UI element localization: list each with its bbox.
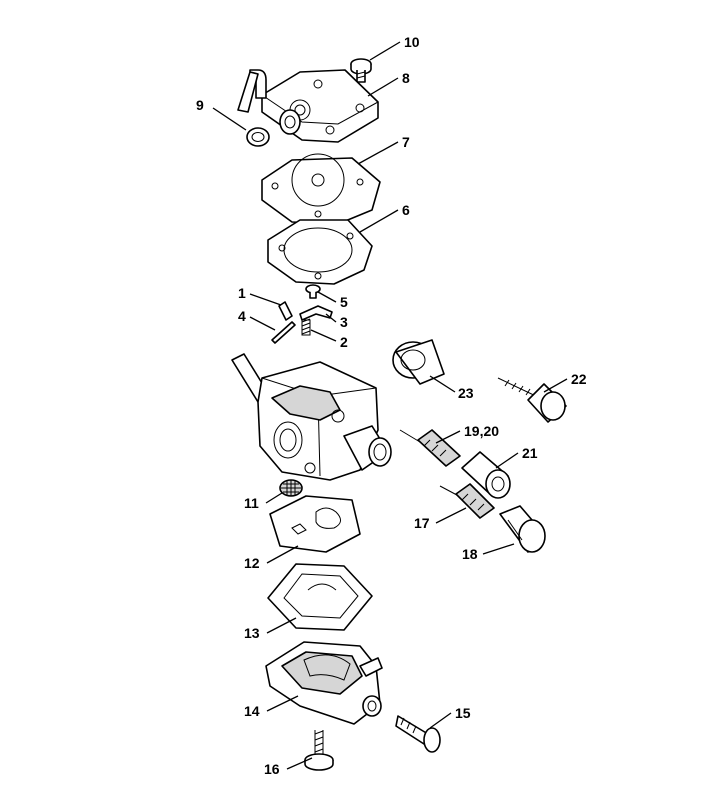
callout-15: 15 <box>455 705 471 721</box>
part-16-screw[interactable] <box>304 730 334 771</box>
callout-8: 8 <box>402 70 410 86</box>
callout-23: 23 <box>458 385 474 401</box>
part-10-screw[interactable] <box>350 58 372 83</box>
part-18-nozzle[interactable] <box>499 505 546 553</box>
callout-14: 14 <box>244 703 260 719</box>
callout-3: 3 <box>340 314 348 330</box>
callout-9: 9 <box>196 97 204 113</box>
callout-11: 11 <box>244 495 259 511</box>
part-17-needle[interactable] <box>439 483 495 519</box>
carburetor-body[interactable] <box>231 353 392 481</box>
callout-13: 13 <box>244 625 260 641</box>
part-11-strainer[interactable] <box>279 479 303 497</box>
leader-lines <box>212 41 568 770</box>
callout-7: 7 <box>402 134 410 150</box>
part-3-lever[interactable] <box>299 305 333 321</box>
part-21-sleeve[interactable] <box>461 451 511 499</box>
part-8-pump-cover[interactable] <box>237 69 379 143</box>
callout-12: 12 <box>244 555 260 571</box>
part-22-adjusting-screw[interactable] <box>497 377 567 423</box>
callout-21: 21 <box>522 445 538 461</box>
part-12-metering-diaphragm[interactable] <box>269 495 361 553</box>
part-19-20-needle[interactable] <box>399 429 461 467</box>
callout-22: 22 <box>571 371 587 387</box>
callout-2: 2 <box>340 334 348 350</box>
part-23-cap[interactable] <box>392 339 445 385</box>
part-4-spindle[interactable] <box>271 321 296 344</box>
part-6-gasket[interactable] <box>267 219 373 285</box>
part-7-pump-diaphragm[interactable] <box>261 153 381 225</box>
callout-10: 10 <box>404 34 420 50</box>
callout-labels: 10 8 9 7 6 1 5 4 3 2 23 22 19,20 21 11 1… <box>196 34 587 777</box>
callout-19-20: 19,20 <box>464 423 499 439</box>
part-1-pin[interactable] <box>278 301 293 321</box>
callout-4: 4 <box>238 308 246 324</box>
part-2-spring[interactable] <box>301 318 311 336</box>
part-14-end-cover[interactable] <box>265 641 383 725</box>
callout-16: 16 <box>264 761 280 777</box>
part-5-screw[interactable] <box>305 284 321 299</box>
part-13-gasket[interactable] <box>267 563 373 631</box>
callout-6: 6 <box>402 202 410 218</box>
part-15-screw[interactable] <box>395 715 441 753</box>
part-9-sealing-ring[interactable] <box>246 127 270 147</box>
callout-17: 17 <box>414 515 430 531</box>
callout-18: 18 <box>462 546 478 562</box>
callout-1: 1 <box>238 285 246 301</box>
callout-5: 5 <box>340 294 348 310</box>
